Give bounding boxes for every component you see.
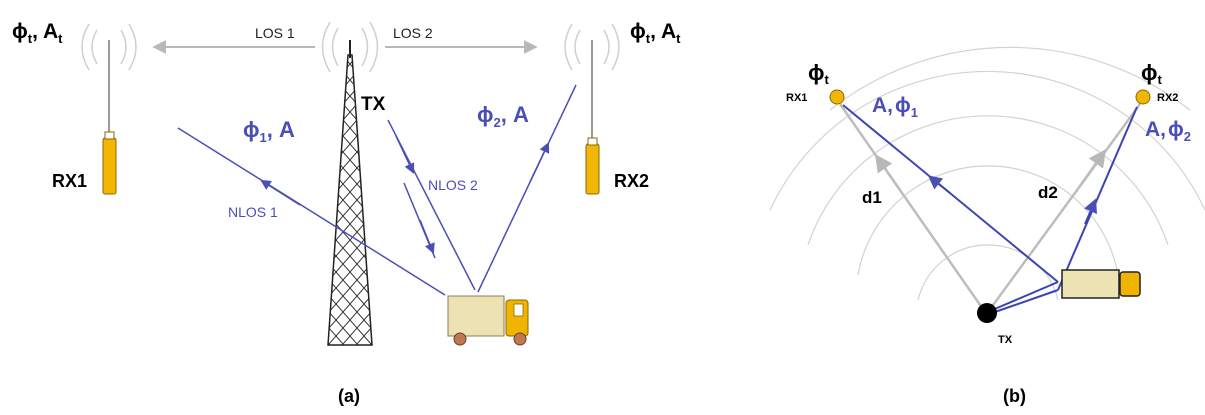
- left-phi-amp-label: ϕt, At: [12, 20, 63, 46]
- rx2-node: [1135, 89, 1151, 105]
- tx-node: [977, 303, 997, 323]
- nlos1-path: [177, 127, 446, 296]
- rx2-receiver-cap: [587, 137, 598, 146]
- tx-label-b: TX: [998, 334, 1013, 346]
- los-ray-rx1: [838, 103, 987, 313]
- panel-a: LOS 1 LOS 2 RX1 RX2 ϕt, At ϕt, At: [12, 20, 681, 406]
- rx2-label-b: RX2: [1157, 92, 1178, 104]
- rx1-receiver-cap: [104, 131, 115, 140]
- path1-phi-amp-label: ϕ1, A: [243, 117, 295, 145]
- los-ray-rx2: [986, 103, 1142, 313]
- caption-a: (a): [338, 386, 360, 406]
- los1-label: LOS 1: [255, 25, 295, 41]
- d2-label: d2: [1038, 183, 1058, 202]
- truck-b: [1061, 269, 1141, 299]
- nlos-ray-rx2: [991, 106, 1138, 314]
- rx2-antenna-waves: [564, 23, 620, 71]
- rx1-phi-label: ϕt: [808, 60, 830, 87]
- rx1-label: RX1: [52, 171, 87, 191]
- nlos-ray-rx1: [842, 104, 1059, 312]
- rx1-label-b: RX1: [786, 92, 807, 104]
- path2-phi-amp-label: ϕ2, A: [477, 102, 529, 130]
- los2-label: LOS 2: [393, 25, 433, 41]
- rx1-node: [829, 89, 845, 105]
- nlos-reflect-rx2-path: [477, 84, 577, 293]
- nlos2-path: [387, 119, 476, 291]
- tx-tower: [327, 40, 373, 346]
- rx2-label: RX2: [614, 171, 649, 191]
- tx-antenna-waves: [321, 21, 379, 73]
- path1-amp-phi-label: A,ϕ1: [872, 94, 918, 120]
- right-phi-amp-label: ϕt, At: [630, 20, 681, 46]
- tx-label: TX: [361, 94, 386, 115]
- nlos1-label: NLOS 1: [228, 204, 278, 220]
- rx1-antenna-waves: [81, 23, 137, 71]
- caption-b: (b): [1003, 386, 1026, 406]
- nlos2-label: NLOS 2: [428, 177, 478, 193]
- rx2-phi-label: ϕt: [1141, 60, 1163, 87]
- path2-amp-phi-label: A,ϕ2: [1145, 118, 1191, 144]
- rx2-receiver: [585, 143, 600, 195]
- truck-a: [447, 295, 529, 346]
- wavefront-arcs: [769, 46, 1205, 301]
- d1-label: d1: [862, 188, 882, 207]
- panel-b: TX RX1 RX2 ϕt ϕt A,ϕ1 A,ϕ2 d1 d2 (b): [769, 46, 1205, 406]
- rx1-receiver: [102, 137, 117, 195]
